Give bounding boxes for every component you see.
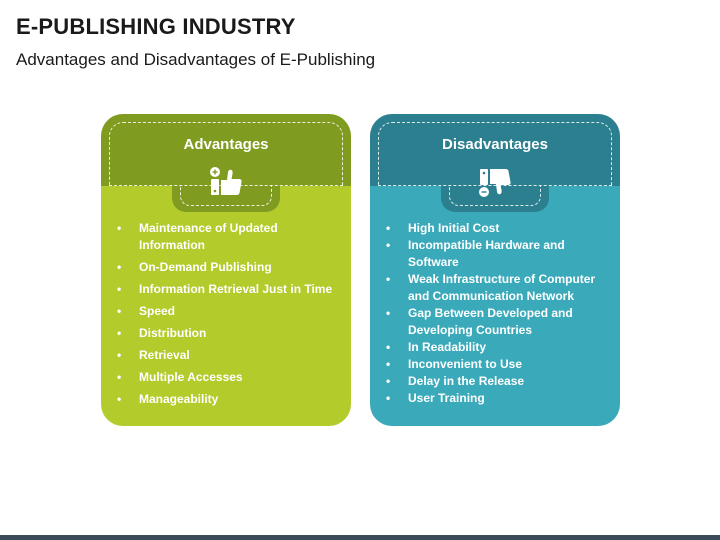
disadvantages-body: •High Initial Cost •Incompatible Hardwar…	[370, 186, 620, 426]
list-item: •High Initial Cost	[386, 221, 500, 235]
advantages-card: •Maintenance of Updated Information •On-…	[101, 114, 351, 426]
disadvantages-list: •High Initial Cost •Incompatible Hardwar…	[386, 220, 612, 407]
list-item: •Distribution	[117, 326, 207, 340]
advantages-header	[101, 114, 351, 186]
disadvantages-card: •High Initial Cost •Incompatible Hardwar…	[370, 114, 620, 426]
thumbs-up-icon	[210, 167, 242, 195]
page-title: E-PUBLISHING INDUSTRY	[16, 14, 296, 39]
disadvantages-heading: Disadvantages	[442, 136, 548, 153]
list-item: •Manageability	[117, 392, 219, 406]
thumbs-down-icon	[479, 169, 511, 197]
list-item: •User Training	[386, 391, 485, 405]
page-subtitle: Advantages and Disadvantages of E-Publis…	[16, 50, 376, 69]
list-item: •Gap Between Developed and Developing Co…	[386, 306, 573, 337]
footer-bar	[0, 535, 720, 540]
list-item: •On-Demand Publishing	[117, 260, 272, 274]
advantages-heading: Advantages	[183, 136, 269, 153]
list-item: •Retrieval	[117, 348, 190, 362]
list-item: •Information Retrieval Just in Time	[117, 282, 333, 296]
list-item: •Inconvenient to Use	[386, 357, 523, 371]
list-item: •Maintenance of Updated Information	[117, 221, 278, 252]
advantages-list: •Maintenance of Updated Information •On-…	[117, 220, 343, 413]
list-item: •Speed	[117, 304, 176, 318]
advantages-body: •Maintenance of Updated Information •On-…	[101, 186, 351, 426]
list-item: •Incompatible Hardware and Software	[386, 238, 565, 269]
list-item: •Weak Infrastructure of Computer and Com…	[386, 272, 596, 303]
list-item: •Multiple Accesses	[117, 370, 243, 384]
list-item: •Delay in the Release	[386, 374, 525, 388]
list-item: •In Readability	[386, 340, 487, 354]
